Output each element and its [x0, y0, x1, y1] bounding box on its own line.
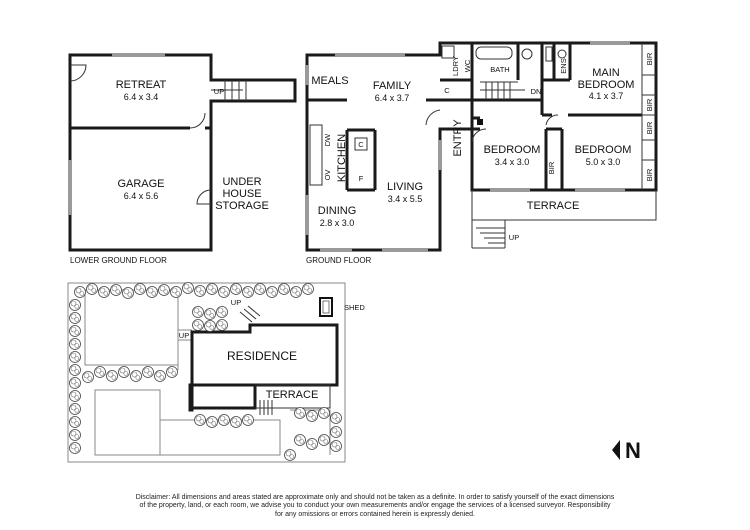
disclaimer-line-1: Disclaimer: All dimensions and areas sta…: [135, 494, 615, 501]
main-bedroom-dims: 4.1 x 3.7: [589, 91, 624, 101]
laundry-trough: [441, 45, 455, 59]
ldry-label: LDRY: [451, 56, 460, 76]
oven-label: OV: [323, 170, 332, 181]
garage-label: GARAGE: [117, 178, 164, 190]
site-path: [177, 310, 192, 370]
dining-label: DINING: [318, 205, 357, 217]
cupboard: [354, 137, 368, 151]
north-arrow-icon: [612, 440, 620, 460]
lawn-area: [84, 289, 179, 366]
site-stairs: [239, 305, 273, 415]
lower-ground-floor-plan: RETREAT 6.4 x 3.4 GARAGE 6.4 x 5.6 UNDER…: [68, 53, 297, 265]
family-dims: 6.4 x 3.7: [375, 93, 410, 103]
ens-label: ENS: [559, 58, 568, 73]
storage-label-2: HOUSE: [222, 188, 261, 200]
wc-label: WC: [463, 59, 472, 72]
shed-label: SHED: [344, 303, 365, 312]
garage-dims: 6.4 x 5.6: [124, 191, 159, 201]
entry-label: ENTRY: [452, 119, 464, 157]
dishwasher-label: DW: [323, 133, 332, 146]
kitchen-bench: [309, 124, 323, 186]
ens-toilet: [557, 49, 567, 59]
terrace-outline: [471, 190, 657, 221]
living-dims: 3.4 x 5.5: [388, 194, 423, 204]
bathtub: [475, 46, 513, 60]
retreat-label: RETREAT: [116, 79, 167, 91]
residence-outline: [188, 323, 339, 412]
living-label: LIVING: [387, 181, 423, 193]
main-bedroom-label-1: MAIN: [592, 67, 620, 79]
storage-label-1: UNDER: [222, 176, 261, 188]
retreat-door: [69, 64, 87, 82]
ens-basin: [545, 46, 553, 62]
bir-label-2: BIR: [645, 98, 654, 111]
bir-label-4: BIR: [645, 168, 654, 181]
ground-floor-caption: GROUND FLOOR: [306, 256, 372, 265]
stairs-down-label: DN: [531, 87, 542, 96]
ground-floor-plan: UP: [305, 41, 658, 265]
terrace-up: UP: [509, 233, 519, 242]
internal-stairs: [480, 81, 525, 100]
meals-label: MEALS: [311, 75, 348, 87]
bir-label-bedroom: BIR: [547, 161, 556, 174]
disclaimer: Disclaimer: All dimensions and areas sta…: [120, 494, 630, 519]
bir-label-3: BIR: [645, 121, 654, 134]
residence-label: RESIDENCE: [227, 349, 297, 363]
lower-stairs: [211, 80, 247, 101]
entry-door-arc: [425, 109, 441, 126]
bedroom-door-arc: [545, 114, 559, 126]
site-boundary: [67, 282, 346, 463]
wall-pier: [477, 119, 483, 125]
site-up-label-2: UP: [231, 298, 241, 307]
disclaimer-line-2: of the property, land, or each room, we …: [139, 502, 611, 510]
driveway: [159, 419, 281, 456]
bedroom3-dims: 5.0 x 3.0: [586, 157, 621, 167]
bedroom2-label: BEDROOM: [484, 144, 541, 156]
disclaimer-line-3: for any omissions or errors contained he…: [275, 510, 475, 518]
lower-ground-caption: LOWER GROUND FLOOR: [70, 256, 167, 265]
garage-door-arc: [189, 112, 206, 129]
bedroom2-dims: 3.4 x 3.0: [495, 157, 530, 167]
lower-ground-walls: [68, 53, 297, 252]
bedroom3-label: BEDROOM: [575, 144, 632, 156]
bir-label-1: BIR: [645, 52, 654, 65]
site-plan: RESIDENCE TERRACE SHED UP UP: [67, 282, 365, 463]
residence-lower-wing: [188, 385, 257, 410]
terrace-label: TERRACE: [527, 200, 580, 212]
lower-stair-up: UP: [214, 87, 224, 96]
main-bedroom-label-2: BEDROOM: [578, 79, 635, 91]
family-label: FAMILY: [373, 80, 412, 92]
fridge-label: F: [359, 174, 364, 183]
site-up-label-1: UP: [179, 331, 189, 340]
north-arrow: N: [612, 438, 641, 463]
pantry-label: C: [358, 140, 364, 149]
cupboard-label: C: [444, 86, 450, 95]
site-terrace-label: TERRACE: [266, 389, 319, 401]
retreat-dims: 6.4 x 3.4: [124, 92, 159, 102]
dining-dims: 2.8 x 3.0: [320, 218, 355, 228]
bedroom2-door-arc: [471, 128, 487, 143]
bath-label: BATH: [490, 65, 509, 74]
bath-toilet: [521, 48, 533, 60]
storage-door: [196, 189, 212, 205]
north-label: N: [625, 438, 641, 463]
trees: [69, 282, 342, 461]
terrace-stairs: [471, 220, 506, 249]
garden-area: [94, 389, 161, 456]
site-terrace: [255, 384, 331, 409]
storage-label-3: STORAGE: [215, 200, 269, 212]
kitchen-label: KITCHEN: [336, 134, 348, 182]
